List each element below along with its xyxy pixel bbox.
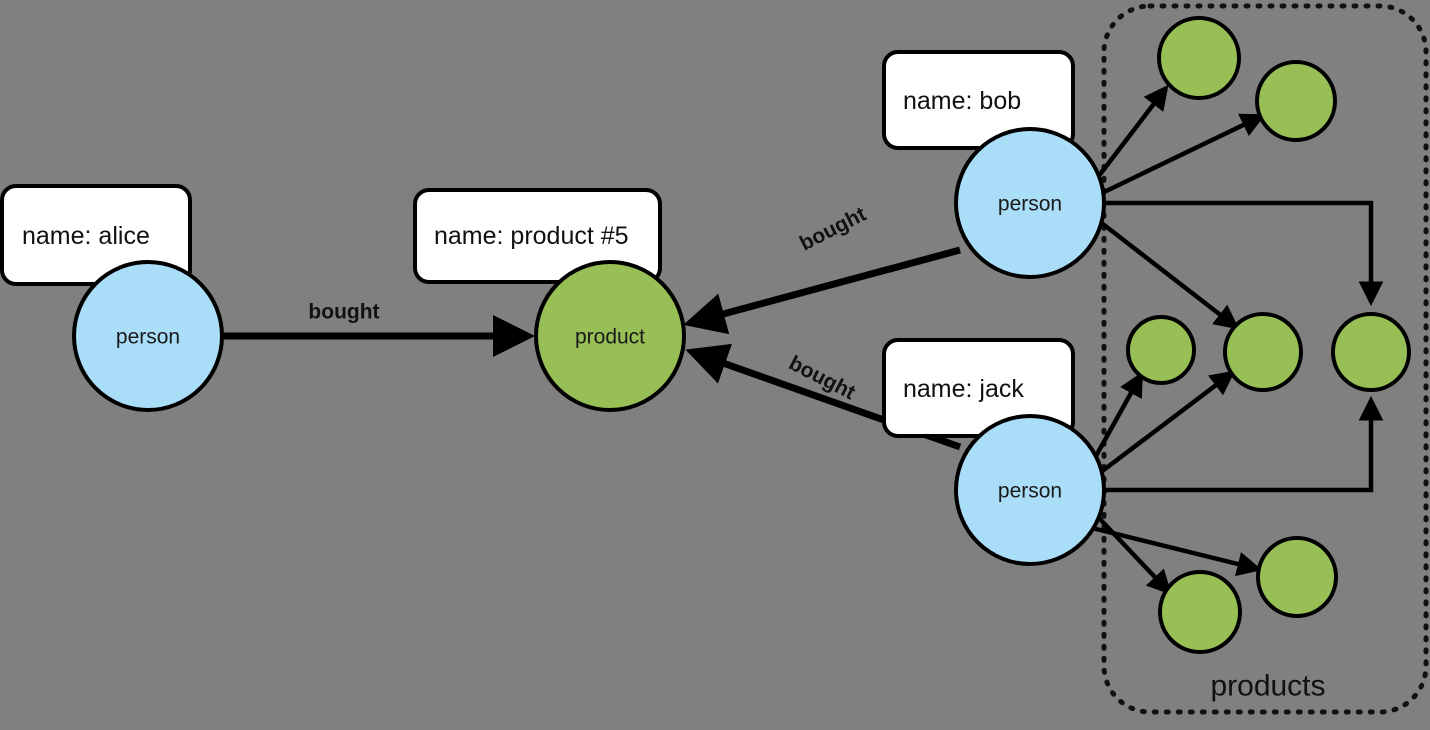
node-jack-label: person	[998, 480, 1062, 503]
node-product5[interactable]: product	[534, 260, 686, 412]
tooltip-jack: name: jack	[882, 338, 1075, 438]
edge-group-bob-products	[1096, 84, 1384, 330]
node-alice[interactable]: person	[72, 260, 224, 412]
products-group-label: products	[1210, 670, 1325, 703]
tooltip-product: name: product #5	[413, 188, 662, 284]
edge-jack-to-product-mid-right-2[interactable]	[1104, 395, 1384, 493]
node-bob[interactable]: person	[954, 127, 1106, 279]
edge-group-jack-products	[1091, 370, 1384, 595]
edge-label-alice-bought: bought	[308, 301, 379, 324]
product-node-top-2[interactable]	[1255, 60, 1337, 142]
product-node-top-1[interactable]	[1157, 16, 1241, 100]
products-group-border	[1101, 3, 1429, 715]
edge-bob-to-product-top-2[interactable]	[1099, 113, 1266, 197]
node-product5-label: product	[575, 326, 645, 349]
edge-bob-to-product-mid-right[interactable]	[1104, 200, 1384, 307]
node-bob-label: person	[998, 193, 1062, 216]
edge-bob-bought-product[interactable]	[683, 246, 961, 335]
tooltip-product-box	[413, 188, 662, 284]
edge-jack-to-product-mid-center-2[interactable]	[1099, 370, 1236, 474]
product-node-mid-1[interactable]	[1126, 315, 1196, 385]
tooltip-jack-text: name: jack	[903, 375, 1024, 403]
edge-jack-to-product-mid-left[interactable]	[1094, 371, 1144, 458]
node-alice-label: person	[116, 326, 180, 349]
product-node-mid-3[interactable]	[1331, 312, 1411, 392]
product-node-mid-2[interactable]	[1223, 312, 1303, 392]
product-node-bottom-2[interactable]	[1256, 536, 1338, 618]
node-jack[interactable]: person	[954, 414, 1106, 566]
product-node-bottom-1[interactable]	[1158, 570, 1242, 654]
tooltip-bob-text: name: bob	[903, 87, 1021, 115]
edge-jack-to-product-bottom-2[interactable]	[1091, 525, 1263, 577]
edge-bob-to-product-mid-center[interactable]	[1097, 219, 1240, 330]
tooltip-alice-text: name: alice	[22, 222, 150, 250]
edge-label-bob-bought: bought	[796, 203, 870, 256]
node-alice-circle[interactable]	[72, 260, 224, 412]
node-jack-circle[interactable]	[954, 414, 1106, 566]
edge-bob-to-product-top-1[interactable]	[1096, 84, 1169, 179]
product-nodes-group	[1126, 16, 1411, 654]
tooltip-alice: name: alice	[0, 184, 192, 286]
tooltip-product-text: name: product #5	[434, 222, 629, 250]
products-group: products	[1101, 3, 1429, 715]
node-product5-circle[interactable]	[534, 260, 686, 412]
edge-jack-to-product-bottom-1[interactable]	[1096, 515, 1172, 595]
node-bob-circle[interactable]	[954, 127, 1106, 279]
